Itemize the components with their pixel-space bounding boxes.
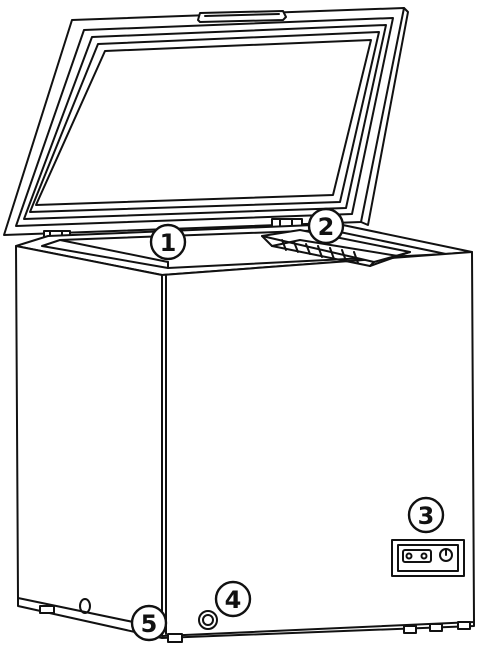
callout-2: 2	[307, 207, 345, 245]
svg-text:2: 2	[318, 213, 335, 241]
control-panel	[391, 539, 465, 577]
svg-text:1: 1	[160, 229, 177, 257]
storage-basket	[261, 229, 411, 267]
callout-3: 3	[407, 496, 445, 534]
adjustable-feet	[39, 605, 471, 643]
callout-5: 5	[130, 604, 168, 642]
lid	[3, 7, 409, 236]
svg-text:5: 5	[141, 610, 158, 638]
side-cap	[79, 598, 91, 614]
callout-1: 1	[149, 223, 187, 261]
callout-4: 4	[214, 580, 252, 618]
svg-text:3: 3	[418, 502, 435, 530]
svg-text:4: 4	[225, 586, 242, 614]
drain-plug	[198, 610, 218, 630]
